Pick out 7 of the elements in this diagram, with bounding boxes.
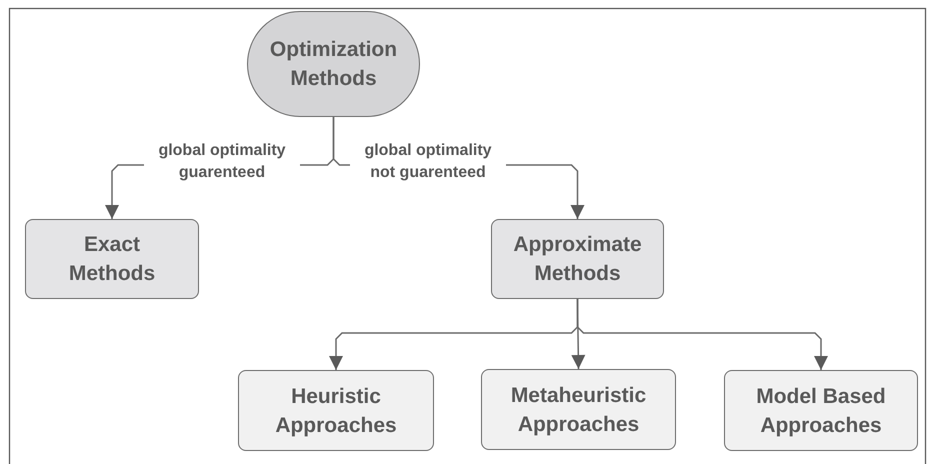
process-box: Model Based Approaches (724, 370, 918, 451)
process-box: Exact Methods (25, 219, 199, 299)
process-box: Approximate Methods (491, 219, 664, 299)
root-pill-box: Optimization Methods (247, 11, 420, 117)
process-box: Heuristic Approaches (238, 370, 434, 451)
arrow (576, 299, 828, 370)
process-box: Metaheuristic Approaches (481, 369, 676, 450)
